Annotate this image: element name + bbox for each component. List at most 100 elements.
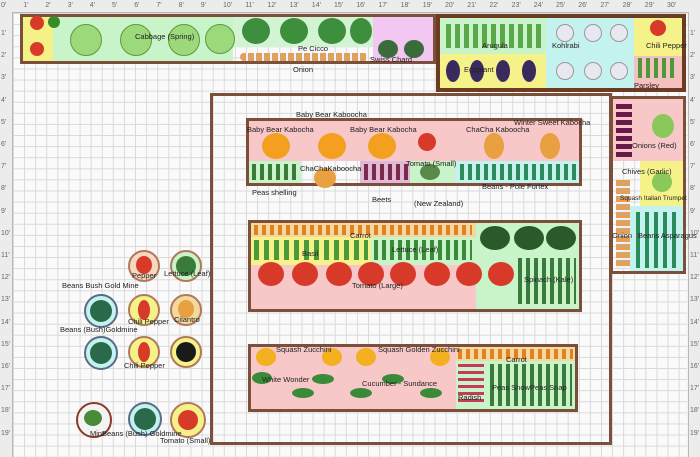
plant-kohlrabi-6[interactable] bbox=[610, 62, 628, 80]
plant-pot-cilantro[interactable] bbox=[178, 300, 194, 318]
row-beans-pole[interactable] bbox=[460, 164, 576, 180]
plant-kabocha-2[interactable] bbox=[318, 133, 346, 159]
plant-kale-1[interactable] bbox=[480, 226, 510, 250]
plant-eggplant-2[interactable] bbox=[470, 60, 484, 82]
plant-eggplant-4[interactable] bbox=[522, 60, 536, 82]
pot-chili-1[interactable] bbox=[128, 294, 160, 326]
row-carrot-b[interactable] bbox=[254, 225, 472, 235]
label-white-wonder: White Wonder bbox=[262, 375, 310, 384]
plant-kohlrabi-1[interactable] bbox=[556, 24, 574, 42]
plant-kabocha-3[interactable] bbox=[368, 133, 396, 159]
row-carrot-c[interactable] bbox=[458, 349, 573, 359]
plant-tomato-large-1[interactable] bbox=[258, 262, 284, 286]
plant-tomato-large-2[interactable] bbox=[292, 262, 318, 286]
label-squash-trumpet: Squash Italian Trumpet bbox=[620, 195, 687, 202]
plant-broccoli-4[interactable] bbox=[350, 18, 372, 44]
plant-pot-beans-2[interactable] bbox=[90, 342, 112, 364]
row-onion-col[interactable] bbox=[616, 180, 630, 268]
plant-broccoli-3[interactable] bbox=[318, 18, 346, 44]
bed-top-right[interactable] bbox=[436, 14, 686, 92]
plant-pot-mint[interactable] bbox=[84, 410, 102, 426]
plant-chili-top[interactable] bbox=[650, 20, 666, 36]
plant-cabbage-1[interactable] bbox=[70, 24, 102, 56]
row-onion[interactable] bbox=[240, 53, 368, 61]
plant-tomato-large-3[interactable] bbox=[326, 262, 352, 286]
plant-kabocha-1[interactable] bbox=[262, 133, 290, 159]
plant-broccoli-2[interactable] bbox=[280, 18, 308, 44]
plant-pot-beans-3[interactable] bbox=[134, 408, 156, 430]
label-winter-sweet-kabocha: Winter Sweet Kabocha bbox=[514, 118, 591, 127]
bed-right-column[interactable] bbox=[610, 96, 686, 274]
row-lettuce-b[interactable] bbox=[374, 240, 472, 260]
plant-eggplant-3[interactable] bbox=[496, 60, 510, 82]
plant-cucumber-3[interactable] bbox=[312, 374, 334, 384]
plant-tomato-large-4[interactable] bbox=[358, 262, 384, 286]
plant-tomato-large-6[interactable] bbox=[424, 262, 450, 286]
zone-squash-zucchini[interactable] bbox=[251, 347, 456, 409]
plant-pot-tomato-right-1[interactable] bbox=[176, 342, 196, 362]
plant-cucumber-1[interactable] bbox=[252, 372, 272, 384]
plant-chacha-2[interactable] bbox=[540, 133, 560, 159]
row-peas-shelling[interactable] bbox=[252, 164, 298, 180]
bed-c[interactable] bbox=[248, 344, 578, 412]
plant-zucchini-1[interactable] bbox=[256, 348, 276, 366]
plant-chacha-center[interactable] bbox=[314, 168, 336, 188]
row-peas-snow[interactable] bbox=[490, 364, 572, 406]
plant-kohlrabi-5[interactable] bbox=[584, 62, 602, 80]
plant-tomato-large-8[interactable] bbox=[488, 262, 514, 286]
plant-eggplant-1[interactable] bbox=[446, 60, 460, 82]
plant-tomato-small[interactable] bbox=[418, 133, 436, 151]
plant-cucumber-2[interactable] bbox=[292, 388, 314, 398]
row-onions-red[interactable] bbox=[616, 104, 632, 160]
plant-kohlrabi-2[interactable] bbox=[584, 24, 602, 42]
plant-pot-tomato-small[interactable] bbox=[178, 410, 198, 430]
row-beets[interactable] bbox=[364, 164, 408, 180]
plant-cucumber-5[interactable] bbox=[382, 374, 404, 384]
plant-tomato-large-5[interactable] bbox=[390, 262, 416, 286]
row-basil[interactable] bbox=[254, 240, 368, 260]
row-beans-asparagus[interactable] bbox=[636, 212, 680, 268]
plant-squash-right-1[interactable] bbox=[652, 114, 674, 138]
plant-pepper-2[interactable] bbox=[30, 42, 44, 56]
ruler-left-tick: 6' bbox=[1, 141, 7, 148]
label-pot-tomato-small: Tomato (Small) bbox=[160, 436, 211, 445]
bed-b[interactable] bbox=[248, 220, 582, 312]
plant-pot-chili-1[interactable] bbox=[138, 300, 150, 320]
plant-zucchini-3[interactable] bbox=[356, 348, 376, 366]
plant-broccoli-1[interactable] bbox=[242, 18, 270, 44]
plant-pot-pepper[interactable] bbox=[136, 256, 152, 274]
label-tomato-small: Tomato (Small) bbox=[406, 159, 457, 168]
plant-chard-2[interactable] bbox=[404, 40, 424, 58]
plant-cucumber-6[interactable] bbox=[420, 388, 442, 398]
plant-kohlrabi-4[interactable] bbox=[556, 62, 574, 80]
plant-cucumber-4[interactable] bbox=[350, 388, 372, 398]
plant-chard-1[interactable] bbox=[378, 40, 398, 58]
plant-squash-right-2[interactable] bbox=[652, 172, 672, 192]
row-kale-low[interactable] bbox=[518, 258, 576, 304]
row-arugula[interactable] bbox=[446, 24, 542, 48]
label-kale: Spinach (Kale) bbox=[524, 275, 574, 284]
ruler-top-tick: 7' bbox=[156, 2, 162, 9]
label-pot-beans-3: Beans (Bush) Goldmine bbox=[102, 429, 182, 438]
row-parsley[interactable] bbox=[638, 58, 678, 78]
label-onion-col: Onion bbox=[612, 231, 633, 240]
bed-top-strip[interactable] bbox=[20, 14, 436, 64]
plant-kale-3[interactable] bbox=[546, 226, 576, 250]
plant-tomato-large-7[interactable] bbox=[456, 262, 482, 286]
plant-cabbage-2[interactable] bbox=[120, 24, 152, 56]
plant-pot-beans-1[interactable] bbox=[90, 300, 112, 322]
plant-cabbage-3[interactable] bbox=[168, 24, 200, 56]
plant-pepper-1[interactable] bbox=[30, 16, 44, 30]
plant-pepper-3[interactable] bbox=[48, 16, 60, 28]
plant-pot-chili-2[interactable] bbox=[138, 342, 150, 362]
plant-pot-lettuce[interactable] bbox=[176, 256, 196, 276]
row-radish[interactable] bbox=[458, 364, 484, 406]
plant-nz-spinach[interactable] bbox=[420, 164, 440, 180]
plant-zucchini-4[interactable] bbox=[430, 348, 450, 366]
plant-chacha-1[interactable] bbox=[484, 133, 504, 159]
plant-zucchini-2[interactable] bbox=[322, 348, 342, 366]
plant-cabbage-4[interactable] bbox=[205, 24, 235, 54]
plant-kohlrabi-3[interactable] bbox=[610, 24, 628, 42]
plant-kale-2[interactable] bbox=[514, 226, 544, 250]
bed-a[interactable] bbox=[246, 118, 582, 186]
